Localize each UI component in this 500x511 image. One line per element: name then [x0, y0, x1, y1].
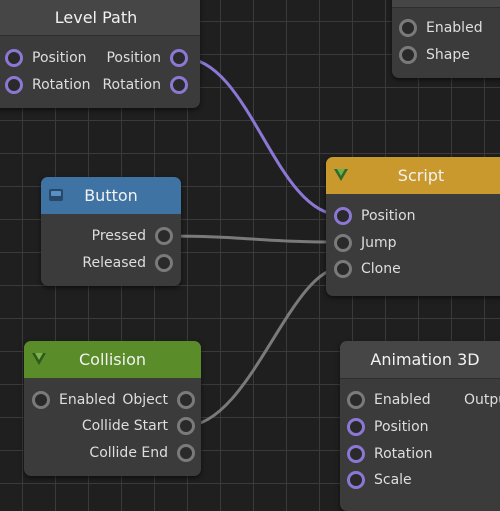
level-path-output-rotation[interactable]: Rotation: [102, 75, 188, 95]
script-node[interactable]: Script Position Jump Clone: [326, 157, 500, 296]
shape-node-input-shape[interactable]: Shape: [399, 45, 470, 65]
button-header[interactable]: Button: [41, 177, 181, 214]
port-label: Pressed: [91, 228, 146, 244]
input-port-icon[interactable]: [399, 19, 417, 37]
port-label: Shape: [426, 47, 470, 63]
animation-3d-input-enabled[interactable]: Enabled: [347, 390, 431, 410]
port-label: Enabled: [374, 392, 431, 408]
script-input-jump[interactable]: Jump: [334, 233, 397, 253]
input-port-icon[interactable]: [334, 234, 352, 252]
shape-node-header-edge: [392, 0, 500, 8]
input-port-icon[interactable]: [334, 207, 352, 225]
input-port-icon[interactable]: [347, 418, 365, 436]
level-path-input-position[interactable]: Position: [5, 48, 87, 68]
level-path-output-position[interactable]: Position: [106, 48, 188, 68]
connection-wires: [162, 56, 342, 428]
port-label: Position: [32, 50, 87, 66]
port-label: Rotation: [102, 77, 161, 93]
port-label: Collide Start: [81, 418, 168, 434]
animation-3d-input-scale[interactable]: Scale: [347, 470, 412, 490]
collision-output-object[interactable]: Object: [122, 390, 195, 410]
port-label: Enabled: [59, 392, 116, 408]
port-label: Rotation: [32, 77, 91, 93]
collision-output-collide-end[interactable]: Collide End: [89, 443, 195, 463]
button-icon: [49, 189, 63, 201]
animation-3d-input-position[interactable]: Position: [347, 417, 429, 437]
output-port-icon[interactable]: [170, 49, 188, 67]
port-label: Position: [374, 419, 429, 435]
output-port-icon[interactable]: [177, 417, 195, 435]
script-input-clone[interactable]: Clone: [334, 259, 401, 279]
output-port-icon[interactable]: [155, 254, 173, 272]
input-port-icon[interactable]: [399, 46, 417, 64]
input-port-icon[interactable]: [32, 391, 50, 409]
collision-header[interactable]: Collision: [24, 341, 201, 378]
level-path-header[interactable]: Level Path: [0, 0, 200, 36]
collision-input-enabled[interactable]: Enabled: [32, 390, 116, 410]
button-output-released[interactable]: Released: [82, 253, 173, 273]
script-title: Script: [397, 166, 445, 185]
animation-3d-header[interactable]: Animation 3D: [340, 341, 500, 379]
collision-title: Collision: [78, 350, 146, 369]
port-label: Collide End: [89, 445, 168, 461]
script-icon: [334, 169, 348, 181]
input-port-icon[interactable]: [347, 471, 365, 489]
animation-3d-input-rotation[interactable]: Rotation: [347, 444, 433, 464]
level-path-node[interactable]: Level Path Position Rotation Position Ro…: [0, 0, 200, 108]
output-port-icon[interactable]: [177, 391, 195, 409]
input-port-icon[interactable]: [347, 391, 365, 409]
port-label: Clone: [361, 261, 401, 277]
port-label: Enabled: [426, 20, 483, 36]
script-header[interactable]: Script: [326, 157, 500, 194]
output-port-icon[interactable]: [155, 227, 173, 245]
shape-node[interactable]: Enabled Shape: [392, 0, 500, 78]
script-input-position[interactable]: Position: [334, 206, 416, 226]
input-port-icon[interactable]: [334, 260, 352, 278]
shape-node-input-enabled[interactable]: Enabled: [399, 18, 483, 38]
button-title: Button: [84, 186, 138, 205]
collision-output-collide-start[interactable]: Collide Start: [82, 416, 195, 436]
port-label: Rotation: [374, 446, 433, 462]
button-output-pressed[interactable]: Pressed: [92, 226, 173, 246]
port-label: Jump: [361, 235, 397, 251]
input-port-icon[interactable]: [5, 49, 23, 67]
wire-levelpath-position-to-script-position[interactable]: [182, 56, 342, 217]
port-label: Object: [122, 392, 168, 408]
button-node[interactable]: Button Pressed Released: [41, 177, 181, 286]
port-label: Outpu: [464, 392, 500, 408]
collision-node[interactable]: Collision Enabled Object Collide Start C…: [24, 341, 201, 476]
wire-collision-collidestart-to-script-clone[interactable]: [184, 266, 342, 428]
level-path-title: Level Path: [54, 7, 138, 27]
animation-3d-output-label: Outpu: [464, 390, 500, 410]
port-label: Position: [106, 50, 161, 66]
output-port-icon[interactable]: [177, 444, 195, 462]
port-label: Position: [361, 208, 416, 224]
collision-icon: [32, 353, 46, 365]
port-label: Released: [82, 255, 146, 271]
animation-3d-node[interactable]: Animation 3D Enabled Position Rotation S…: [340, 341, 500, 511]
level-path-input-rotation[interactable]: Rotation: [5, 75, 91, 95]
animation-3d-title: Animation 3D: [370, 350, 480, 369]
input-port-icon[interactable]: [5, 76, 23, 94]
input-port-icon[interactable]: [347, 445, 365, 463]
port-label: Scale: [374, 472, 412, 488]
output-port-icon[interactable]: [170, 76, 188, 94]
wire-button-pressed-to-script-jump[interactable]: [162, 234, 342, 244]
